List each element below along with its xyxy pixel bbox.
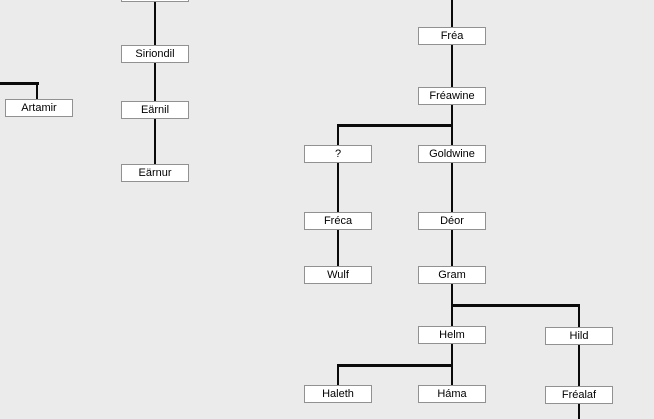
tree-node-freawine: Fréawine bbox=[418, 87, 486, 105]
tree-connector-hild-frealaf bbox=[578, 345, 580, 386]
tree-node-deor: Déor bbox=[418, 212, 486, 230]
tree-node-siriondil: Siriondil bbox=[121, 45, 189, 63]
tree-node-haleth: Haleth bbox=[304, 385, 372, 403]
tree-node-label: Siriondil bbox=[135, 47, 175, 60]
tree-node-label: Goldwine bbox=[429, 147, 475, 160]
tree-node-unknown: ? bbox=[304, 145, 372, 163]
tree-node-gram: Gram bbox=[418, 266, 486, 284]
tree-connector-top-to-frea bbox=[451, 0, 453, 27]
tree-connector-frea-freawine bbox=[451, 45, 453, 87]
tree-node-wulf: Wulf bbox=[304, 266, 372, 284]
tree-node-label: Helm bbox=[439, 328, 465, 341]
tree-node-hild: Hild bbox=[545, 327, 613, 345]
tree-connector-siriondil-earnil bbox=[154, 63, 156, 101]
tree-node-freca: Fréca bbox=[304, 212, 372, 230]
tree-node-label: Háma bbox=[437, 387, 467, 400]
tree-node-label: Fréca bbox=[323, 214, 353, 227]
tree-node-earnil: Eärnil bbox=[121, 101, 189, 119]
tree-node-helm: Helm bbox=[418, 326, 486, 344]
tree-node-label: Fréa bbox=[440, 29, 464, 42]
tree-connector-branch-to-unknown bbox=[337, 124, 339, 145]
tree-node-label: Déor bbox=[440, 214, 464, 227]
tree-connector-gram-branch-h bbox=[451, 304, 580, 307]
tree-connector-frealaf-down bbox=[578, 404, 580, 419]
tree-node-label: ? bbox=[334, 147, 342, 160]
tree-node-artamir: Artamir bbox=[5, 99, 73, 117]
tree-node-hama: Háma bbox=[418, 385, 486, 403]
tree-connector-earnil-earnur bbox=[154, 119, 156, 164]
tree-node-label: Fréawine bbox=[429, 89, 475, 102]
tree-node-label: Hild bbox=[569, 329, 589, 342]
tree-node-label: Haleth bbox=[322, 387, 354, 400]
tree-node-earnur: Eärnur bbox=[121, 164, 189, 182]
tree-connector-goldwine-deor bbox=[451, 163, 453, 212]
tree-connector-into-artamir-h bbox=[0, 82, 39, 85]
tree-connector-unknown-freca bbox=[337, 163, 339, 212]
tree-node-label: Gram bbox=[438, 268, 466, 281]
tree-node-frea: Fréa bbox=[418, 27, 486, 45]
tree-node-clipped-top bbox=[121, 0, 189, 2]
tree-connector-helm-branch-h bbox=[337, 364, 453, 367]
tree-node-label: Eärnur bbox=[138, 166, 172, 179]
tree-node-label: Wulf bbox=[327, 268, 349, 281]
tree-node-label: Eärnil bbox=[140, 103, 170, 116]
tree-connector-freca-wulf bbox=[337, 230, 339, 266]
tree-connector-into-artamir-v bbox=[36, 82, 38, 99]
tree-connector-deor-gram bbox=[451, 230, 453, 266]
tree-connector-branch-to-hild bbox=[578, 304, 580, 327]
tree-connector-freawine-branch-h bbox=[337, 124, 453, 127]
tree-connector-top-to-siriondil bbox=[154, 2, 156, 45]
tree-node-label: Artamir bbox=[21, 101, 57, 114]
tree-node-frealaf: Fréalaf bbox=[545, 386, 613, 404]
tree-connector-branch-to-haleth bbox=[337, 364, 339, 385]
tree-node-goldwine: Goldwine bbox=[418, 145, 486, 163]
tree-node-label: Fréalaf bbox=[561, 388, 597, 401]
